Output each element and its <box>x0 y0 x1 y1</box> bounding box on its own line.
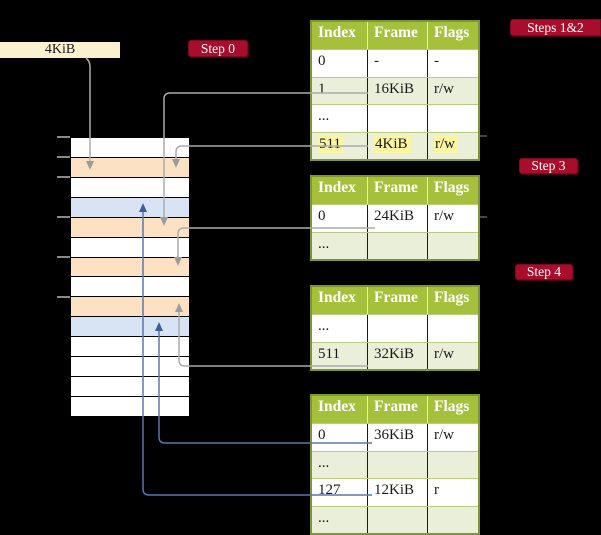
table-cell <box>427 315 478 342</box>
memory-row-white <box>71 236 189 257</box>
badge-step-3: Step 3 <box>519 158 578 174</box>
tick-mark <box>57 256 70 258</box>
memory-row-white <box>71 138 189 157</box>
table-header-cell: Frame <box>367 22 427 49</box>
memory-row-blue <box>71 316 189 337</box>
table-cell: r/w <box>427 132 478 159</box>
table-header-cell: Index <box>318 289 356 306</box>
table-cell: 36KiB <box>367 424 427 451</box>
table-cell <box>367 451 427 478</box>
memory-row-orange <box>71 296 189 317</box>
table-cell: r/w <box>427 205 478 232</box>
table-row: ... <box>312 505 478 533</box>
badge-step-4: Step 4 <box>515 264 573 280</box>
badge-steps-1-2: Steps 1&2 <box>510 19 601 36</box>
table-cell: 0 <box>318 53 326 69</box>
table-header-cell: Frame <box>367 287 427 314</box>
table-header-cell: Index <box>318 398 356 415</box>
memory-row-white <box>71 376 189 396</box>
table-cell <box>427 105 478 132</box>
table-cell <box>427 451 478 478</box>
highlighted-value: 511 <box>318 135 344 153</box>
table-header-cell: Frame <box>367 396 427 423</box>
table-cell: 127 <box>318 482 341 498</box>
table-header-cell: Flags <box>427 177 478 204</box>
table-cell: ... <box>318 235 330 252</box>
table-cell <box>367 315 427 342</box>
tick-mark <box>57 136 70 138</box>
table-cell: ... <box>318 108 330 124</box>
highlighted-value: 4KiB <box>374 135 411 153</box>
table-header-cell: Index <box>318 179 356 196</box>
table-cell: 32KiB <box>367 342 427 369</box>
table-cell: 4KiB <box>367 132 427 159</box>
memory-row-white <box>71 395 189 416</box>
table-row: ... <box>312 450 478 478</box>
table-cell: r/w <box>427 342 478 369</box>
table-cell: r/w <box>427 424 478 451</box>
tick-mark <box>57 296 70 298</box>
table-header-cell: Frame <box>367 177 427 204</box>
table-cell: r <box>427 479 478 506</box>
table-cell: 16KiB <box>367 77 427 104</box>
table-cell: ... <box>318 318 330 334</box>
table-cell: 24KiB <box>367 205 427 232</box>
memory-row-white <box>71 336 189 357</box>
table-cell: - <box>367 50 427 77</box>
table-row: 0 -- <box>312 49 478 77</box>
size-label-4kib: 4KiB <box>0 42 120 58</box>
table-cell <box>367 232 427 259</box>
table-cell: ... <box>318 509 330 526</box>
table-header-cell: Index <box>318 24 356 41</box>
memory-row-orange <box>71 256 189 277</box>
table-cell: - <box>427 50 478 77</box>
table-header-cell: Flags <box>427 396 478 423</box>
table-cell <box>367 105 427 132</box>
table-cell <box>427 506 478 533</box>
tick-mark <box>57 216 70 218</box>
tick-mark <box>57 176 70 178</box>
table-cell: r/w <box>427 77 478 104</box>
badge-step-0: Step 0 <box>188 40 248 57</box>
table-cell: 12KiB <box>367 479 427 506</box>
table-row: 511 4KiB r/w <box>312 131 478 160</box>
table-row: ... <box>312 314 478 342</box>
highlighted-value: r/w <box>434 135 458 153</box>
memory-row-orange <box>71 216 189 237</box>
table-cell: 511 <box>318 345 340 362</box>
memory-row-blue <box>71 196 189 217</box>
memory-column <box>70 137 190 417</box>
table-cell: 511 <box>312 133 367 160</box>
table-cell: 0 <box>318 427 326 443</box>
table-cell: ... <box>318 454 330 471</box>
table-cell: 1 <box>318 80 326 97</box>
table-row: ... <box>312 104 478 132</box>
table-row: ... <box>312 231 478 259</box>
table-cell: 0 <box>318 208 326 224</box>
memory-row-white <box>71 276 189 297</box>
memory-row-white <box>71 356 189 377</box>
table-cell <box>367 506 427 533</box>
tick-mark <box>57 156 70 158</box>
table-cell <box>427 232 478 259</box>
memory-row-orange <box>71 156 189 177</box>
memory-row-white <box>71 176 189 197</box>
table-header-cell: Flags <box>427 287 478 314</box>
table-header-cell: Flags <box>427 22 478 49</box>
